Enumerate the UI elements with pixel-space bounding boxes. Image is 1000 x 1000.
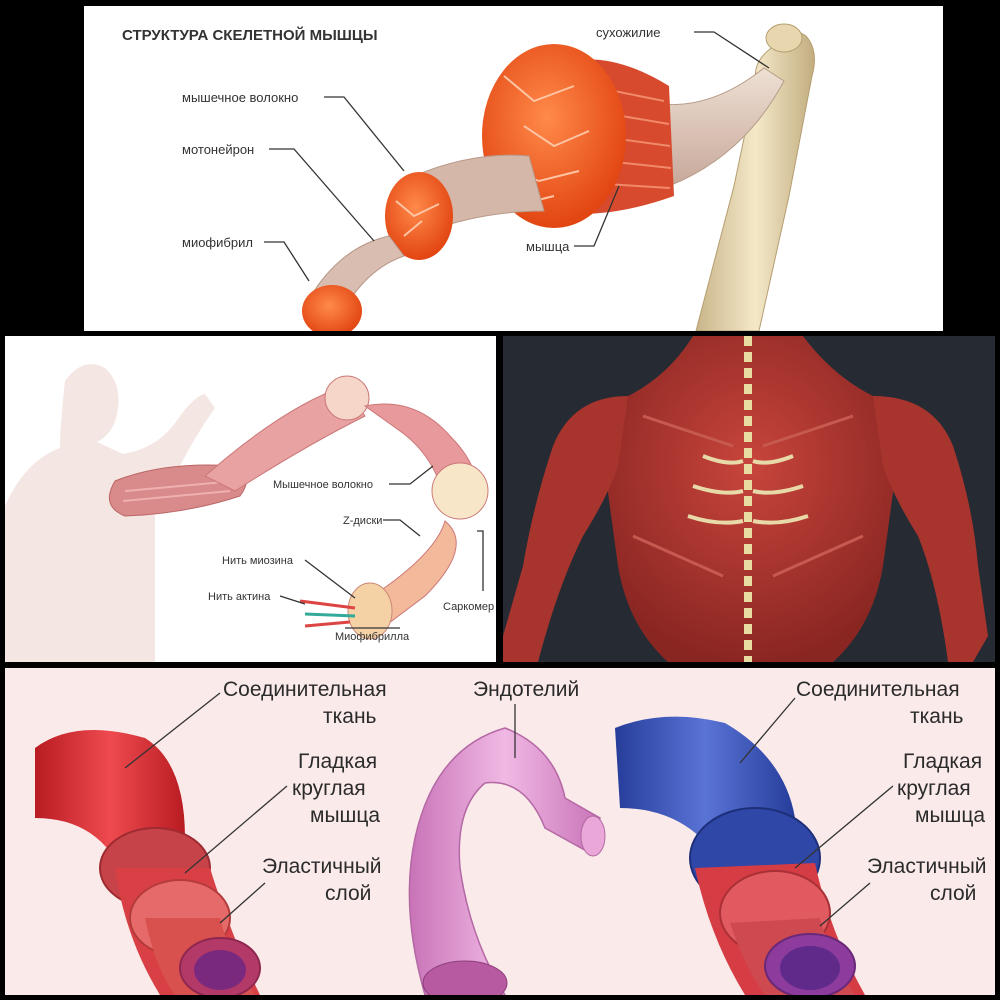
- bone-head: [765, 23, 803, 53]
- label-muscle: мышца: [526, 239, 570, 254]
- label-artery-connective-1: Соединительная: [223, 678, 387, 701]
- fiber-bundle: [204, 385, 366, 492]
- label-myofibrilla: Миофибрилла: [335, 631, 410, 643]
- myofibril-end: [347, 582, 393, 640]
- artery: [35, 730, 261, 995]
- label-actin: Нить актина: [208, 591, 271, 603]
- muscle-fiber-illustration: Мышечное волокно Z-диски Нить миозина Ни…: [5, 364, 494, 662]
- bundle-cross-section: [324, 375, 370, 421]
- panel-skeletal-muscle-structure: СТРУКТУРА СКЕЛЕТНОЙ МЫШЦЫ мышечное волок…: [84, 6, 943, 331]
- label-vein-connective-2: ткань: [910, 705, 964, 728]
- label-artery-smooth-2: круглая: [292, 777, 366, 800]
- label-vein-smooth-3: мышца: [915, 804, 985, 827]
- label-vein-smooth-2: круглая: [897, 777, 971, 800]
- label-vein-elastic-2: слой: [930, 882, 976, 905]
- panel-muscle-fiber-detail: Мышечное волокно Z-диски Нить миозина Ни…: [5, 336, 496, 662]
- myofibril-cross-section: [302, 285, 362, 331]
- label-artery-connective-2: ткань: [323, 705, 377, 728]
- fiber-cross-section: [385, 172, 453, 260]
- panel-back-muscles: [503, 336, 995, 662]
- capillary: [408, 727, 606, 995]
- left-arm-muscles: [503, 396, 628, 662]
- right-arm-muscles: [873, 396, 988, 662]
- label-sarcomere: Саркомер: [443, 601, 494, 613]
- label-myosin: Нить миозина: [222, 555, 294, 567]
- label-artery-smooth-1: Гладкая: [298, 750, 377, 773]
- label-vein-smooth-1: Гладкая: [903, 750, 982, 773]
- label-z-disks: Z-диски: [343, 515, 382, 527]
- label-artery-elastic-2: слой: [325, 882, 371, 905]
- fiber-cross-section: [431, 462, 489, 520]
- blood-vessels-illustration: Соединительная ткань Гладкая круглая мыш…: [35, 678, 987, 995]
- label-muscle-fiber: мышечное волокно: [182, 90, 298, 105]
- tendon: [643, 67, 785, 187]
- label-myofibril: миофибрил: [182, 235, 253, 250]
- human-silhouette: [5, 364, 215, 662]
- label-artery-elastic-1: Эластичный: [262, 855, 382, 878]
- vein: [615, 716, 865, 995]
- back-muscles-render: [503, 336, 988, 662]
- label-vein-elastic-1: Эластичный: [867, 855, 987, 878]
- label-endothelium: Эндотелий: [473, 678, 579, 701]
- label-fiber: Мышечное волокно: [273, 479, 373, 491]
- label-artery-smooth-3: мышца: [310, 804, 380, 827]
- panel1-title: СТРУКТУРА СКЕЛЕТНОЙ МЫШЦЫ: [122, 26, 378, 44]
- panel-blood-vessels: Соединительная ткань Гладкая круглая мыш…: [5, 668, 995, 995]
- skeletal-muscle-illustration: СТРУКТУРА СКЕЛЕТНОЙ МЫШЦЫ мышечное волок…: [122, 23, 815, 331]
- label-motoneuron: мотонейрон: [182, 142, 254, 157]
- label-vein-connective-1: Соединительная: [796, 678, 960, 701]
- label-tendon: сухожилие: [596, 25, 660, 40]
